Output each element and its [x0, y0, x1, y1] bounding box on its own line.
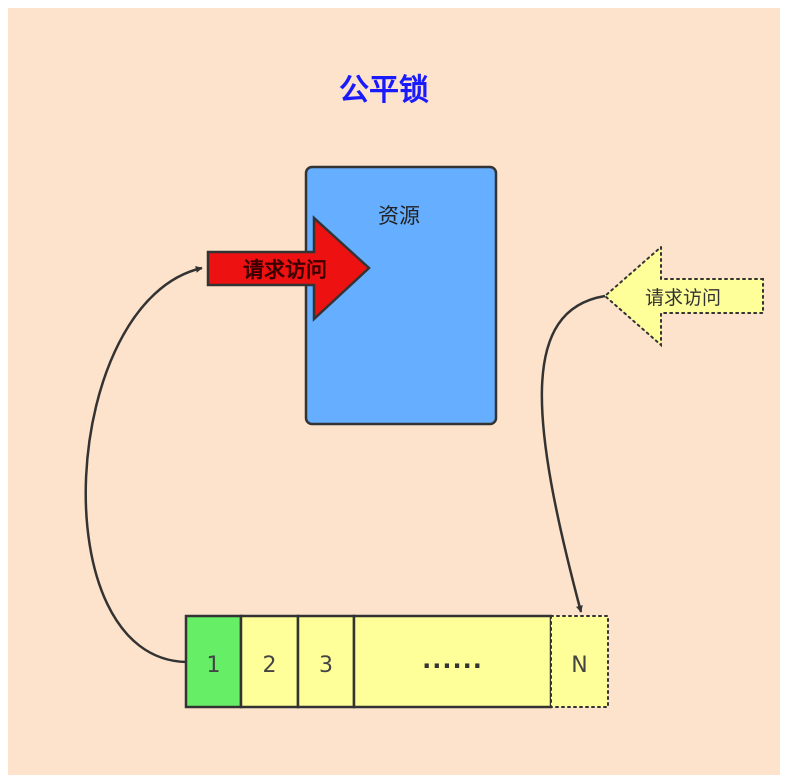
queue-slot [352, 614, 553, 709]
dequeue-connector [84, 265, 203, 664]
queue-slot-label: 1 [207, 653, 221, 678]
new-request-arrow [603, 244, 764, 348]
granted-request-label: 请求访问 [243, 258, 327, 282]
new-request-label: 请求访问 [645, 287, 721, 309]
waiting-queue: 1 2 3 ...... N [184, 614, 609, 709]
queue-slot-tail [550, 615, 609, 708]
queue-slot [296, 614, 356, 709]
queue-slot-label: 2 [263, 653, 277, 678]
queue-slot [239, 614, 300, 709]
queue-slot-label: N [571, 653, 587, 678]
queue-slot [184, 614, 243, 709]
diagram-title: 公平锁 [339, 73, 429, 108]
enqueue-connector [540, 294, 606, 613]
queue-slot-label: ...... [422, 646, 483, 674]
resource-label: 资源 [378, 204, 420, 228]
resource-block [304, 165, 498, 426]
queue-slot-label: 3 [319, 653, 333, 678]
granted-request-arrow [206, 215, 371, 322]
